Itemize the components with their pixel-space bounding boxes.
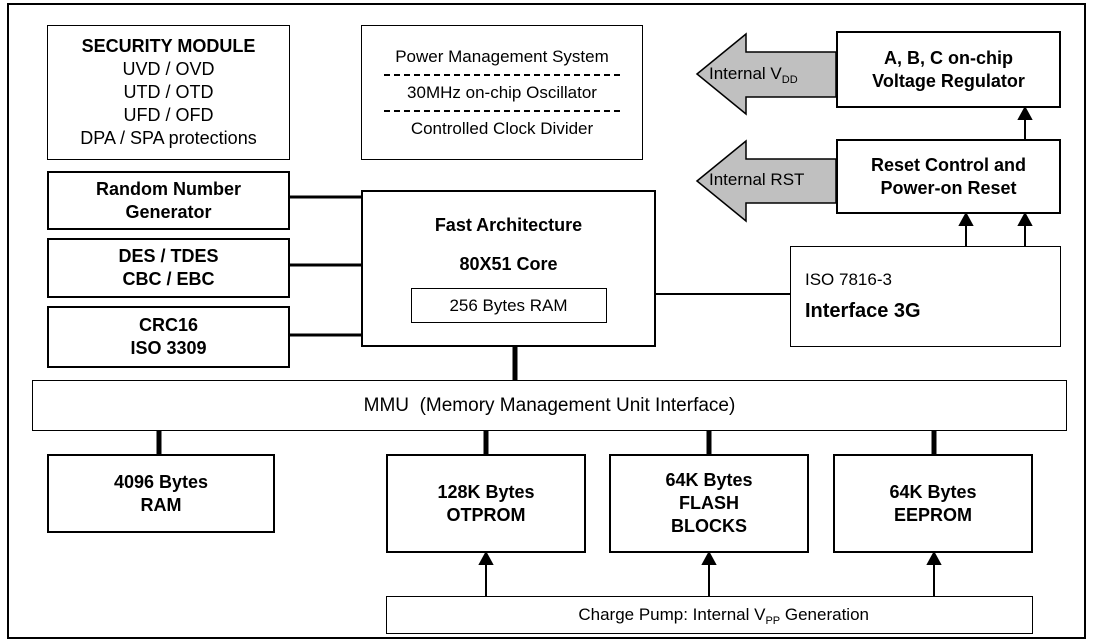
rng-line1: Random Number xyxy=(95,178,241,199)
ram-block: 4096 Bytes RAM xyxy=(47,454,275,533)
des-line1: DES / TDES xyxy=(118,246,219,266)
otprom-line2: OTPROM xyxy=(446,504,526,525)
eeprom-block: 64K Bytes EEPROM xyxy=(833,454,1033,553)
flash-block: 64K Bytes FLASH BLOCKS xyxy=(609,454,809,553)
iso-reset-arrows xyxy=(958,211,1033,246)
crc-line1: CRC16 xyxy=(138,315,199,335)
core-line2: 80X51 Core xyxy=(459,254,558,274)
reset-line1: Reset Control and xyxy=(870,154,1026,175)
security-module-block: SECURITY MODULE UVD / OVD UTD / OTD UFD … xyxy=(47,25,290,160)
regulator-line1: A, B, C on-chip xyxy=(884,47,1013,68)
security-line-uvd: UVD / OVD xyxy=(122,59,215,79)
internal-vdd-label: Internal VDD xyxy=(709,64,798,86)
mmu-block: MMU (Memory Management Unit Interface) xyxy=(32,380,1067,431)
charge-pump-block: Charge Pump: Internal VPP Generation xyxy=(386,596,1033,634)
security-module-title: SECURITY MODULE xyxy=(81,36,256,56)
otprom-block: 128K Bytes OTPROM xyxy=(386,454,586,553)
iso-interface-block: ISO 7816-3 Interface 3G xyxy=(790,246,1061,347)
otprom-line1: 128K Bytes xyxy=(437,481,535,502)
eeprom-line2: EEPROM xyxy=(893,504,972,525)
des-line2: CBC / EBC xyxy=(122,269,215,289)
internal-rst-label: Internal RST xyxy=(709,170,805,189)
iso-line1: ISO 7816-3 xyxy=(805,269,892,289)
reset-line2: Power-on Reset xyxy=(880,177,1017,198)
ram-line2: RAM xyxy=(140,494,182,515)
flash-line1: 64K Bytes xyxy=(665,470,753,490)
flash-line3: BLOCKS xyxy=(671,516,747,536)
des-tdes-block: DES / TDES CBC / EBC xyxy=(47,238,290,298)
voltage-regulator-block: A, B, C on-chip Voltage Regulator xyxy=(836,31,1061,108)
security-line-utd: UTD / OTD xyxy=(123,82,214,102)
regulator-line2: Voltage Regulator xyxy=(872,70,1025,91)
dashed-divider xyxy=(384,73,620,76)
iso-line2: Interface 3G xyxy=(805,299,921,322)
security-line-dpa: DPA / SPA protections xyxy=(80,128,257,148)
security-line-ufd: UFD / OFD xyxy=(123,105,214,125)
reset-control-block: Reset Control and Power-on Reset xyxy=(836,139,1061,214)
reset-regulator-arrow xyxy=(1017,105,1033,140)
crc16-block: CRC16 ISO 3309 xyxy=(47,306,290,368)
mmu-label: MMU (Memory Management Unit Interface) xyxy=(363,394,736,416)
eeprom-line1: 64K Bytes xyxy=(889,481,977,502)
random-number-generator-block: Random Number Generator xyxy=(47,171,290,230)
crc-line2: ISO 3309 xyxy=(130,338,207,358)
core-line1: Fast Architecture xyxy=(434,215,583,235)
ram-line1: 4096 Bytes xyxy=(113,471,209,492)
dashed-divider xyxy=(384,109,620,112)
power-management-label: Power Management System xyxy=(395,46,609,66)
core-block: Fast Architecture 80X51 Core 256 Bytes R… xyxy=(361,190,656,347)
clock-divider-label: Controlled Clock Divider xyxy=(410,118,594,138)
charge-pump-label: Charge Pump: Internal VPP Generation xyxy=(578,605,869,627)
oscillator-label: 30MHz on-chip Oscillator xyxy=(407,82,597,102)
core-ram-box: 256 Bytes RAM xyxy=(410,288,607,323)
rng-line2: Generator xyxy=(125,201,212,222)
core-ram-label: 256 Bytes RAM xyxy=(449,296,568,315)
flash-line2: FLASH xyxy=(679,493,739,513)
power-management-block: Power Management System 30MHz on-chip Os… xyxy=(361,25,643,160)
charge-pump-arrows xyxy=(478,550,942,596)
outer-frame xyxy=(7,3,1086,639)
